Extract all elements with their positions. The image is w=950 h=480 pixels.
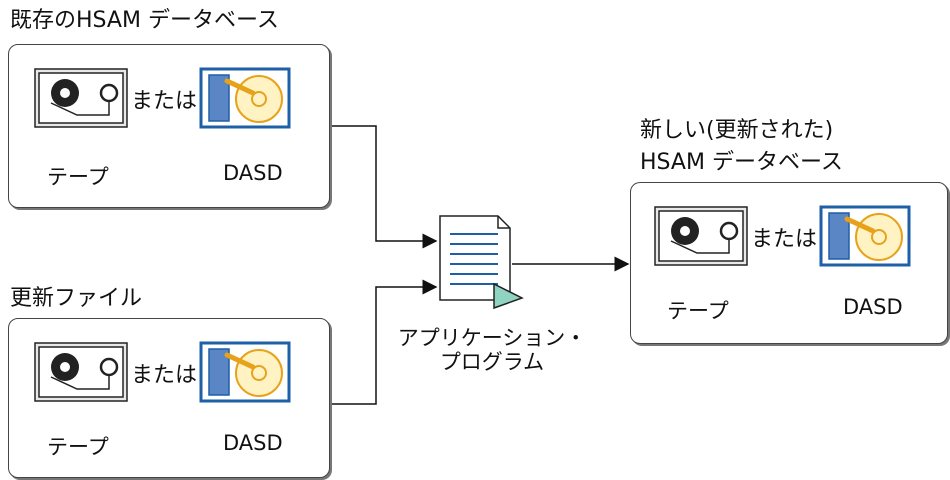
input2-tape-label: テープ bbox=[47, 435, 109, 459]
output-box: または テープ DASD bbox=[630, 182, 948, 344]
output-title-line1: 新しい(更新された) bbox=[640, 118, 834, 143]
input2-device-row: または bbox=[33, 341, 293, 405]
input1-device-row: または bbox=[33, 67, 293, 131]
program-document-icon bbox=[439, 215, 524, 310]
tape-icon bbox=[34, 342, 128, 402]
input2-box: または テープ DASD bbox=[8, 318, 330, 478]
output-device-row: または bbox=[653, 205, 913, 269]
input2-title: 更新ファイル bbox=[10, 286, 143, 311]
input1-tape-label: テープ bbox=[47, 165, 109, 189]
output-title-line2: HSAM データベース bbox=[640, 150, 843, 175]
connector-input1-to-program bbox=[330, 125, 438, 249]
dasd-icon bbox=[199, 341, 291, 403]
input1-box: または テープ DASD bbox=[8, 44, 330, 208]
program-label-line1: アプリケーション・ bbox=[397, 326, 587, 350]
tape-icon bbox=[654, 206, 748, 266]
input1-dasd-label: DASD bbox=[223, 161, 283, 185]
output-tape-label: テープ bbox=[667, 299, 729, 323]
input2-dasd-label: DASD bbox=[223, 431, 283, 455]
input2-or-text: または bbox=[131, 363, 198, 388]
output-or-text: または bbox=[751, 227, 818, 252]
program-label-line2: プログラム bbox=[439, 350, 545, 374]
dasd-icon bbox=[819, 205, 911, 267]
input1-or-text: または bbox=[131, 89, 198, 114]
output-dasd-label: DASD bbox=[843, 295, 903, 319]
tape-icon bbox=[34, 68, 128, 128]
dasd-icon bbox=[199, 67, 291, 129]
input1-title: 既存のHSAM データベース bbox=[10, 8, 279, 33]
connector-input2-to-program bbox=[330, 279, 438, 405]
program-label: アプリケーション・ プログラム bbox=[376, 326, 608, 374]
